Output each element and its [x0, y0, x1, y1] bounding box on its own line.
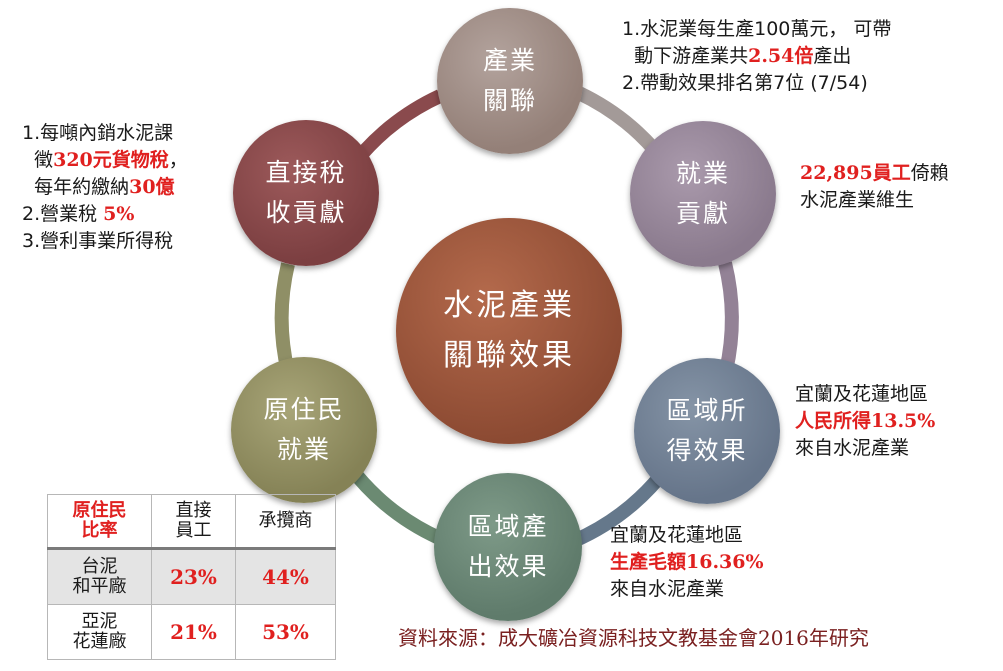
table-row: 台泥和平廠 23% 44% [47, 548, 336, 605]
note-line: 2.帶動效果排名第7位 (7/54) [622, 72, 868, 94]
annual-tax-highlight: 30億 [129, 176, 175, 198]
node-label-line2: 就業 [276, 435, 331, 464]
header-text: 直接 [175, 500, 212, 521]
node-direct-tax: 直接稅 收貢獻 [233, 120, 379, 266]
note-text: 2.營業稅 [22, 203, 104, 225]
note-line: 宜蘭及花蓮地區 [795, 383, 929, 405]
header-direct-employees: 直接員工 [151, 494, 236, 549]
node-label-line1: 就業 [675, 159, 730, 188]
note-line: 來自水泥產業 [610, 578, 725, 600]
note-text: 每年約繳納 [22, 176, 130, 198]
arc-regout-indig [344, 462, 442, 545]
header-text: 原住民 [72, 500, 127, 521]
multiplier-highlight: 2.54倍 [748, 45, 814, 67]
table-header-row: 原住民比率 直接員工 承攬商 [47, 494, 336, 549]
direct-ratio: 21% [151, 604, 236, 660]
header-text: 比率 [81, 520, 118, 541]
node-regional-income: 區域所 得效果 [634, 358, 780, 504]
center-node: 水泥產業 關聯效果 [396, 218, 622, 444]
center-line1: 水泥產業 [443, 288, 575, 323]
commodity-tax-highlight: 320元貨物稅 [53, 149, 169, 171]
node-label-line1: 原住民 [263, 395, 345, 424]
node-label-line1: 區域產 [467, 512, 549, 541]
note-text: 動下游產業共 [622, 45, 749, 67]
plant-name: 台泥和平廠 [47, 548, 152, 605]
node-label-line2: 貢獻 [675, 199, 730, 228]
node-label-line1: 直接稅 [265, 158, 347, 187]
note-text: 倚賴 [910, 162, 949, 184]
plant-text: 亞泥 [81, 611, 118, 632]
header-text: 員工 [175, 520, 212, 541]
plant-name: 亞泥花蓮廠 [47, 604, 152, 660]
indigenous-ratio-table: 原住民比率 直接員工 承攬商 台泥和平廠 23% 44% 亞泥花蓮廠 21% 5… [47, 494, 336, 660]
note-employment: 22,895員工倚賴 水泥產業維生 [800, 160, 949, 214]
direct-ratio: 23% [151, 548, 236, 605]
note-line: 每年約繳納30億 [22, 174, 188, 201]
plant-text: 和平廠 [72, 576, 127, 597]
node-label-line2: 出效果 [467, 552, 549, 581]
note-line: 22,895員工倚賴 [800, 160, 949, 187]
note-line: 3.營利事業所得稅 [22, 230, 174, 252]
node-regional-output: 區域產 出效果 [434, 473, 582, 621]
note-line: 1.水泥業每生產100萬元， 可帶 [622, 18, 892, 40]
node-indigenous-employment: 原住民 就業 [231, 357, 377, 503]
gdp-share-highlight: 生產毛額16.36% [610, 551, 764, 573]
source-citation: 資料來源：成大礦冶資源科技文教基金會2016年研究 [398, 626, 869, 650]
node-label-line2: 關聯 [482, 86, 537, 115]
note-line: 水泥產業維生 [800, 189, 915, 211]
header-contractors: 承攬商 [235, 494, 336, 549]
node-label-line2: 得效果 [666, 436, 748, 465]
note-direct-tax: 1.每噸內銷水泥課 徵320元貨物稅， 每年約繳納30億 2.營業稅 5% 3.… [22, 120, 188, 255]
note-text: 徵 [22, 149, 54, 171]
note-regional-output: 宜蘭及花蓮地區 生產毛額16.36% 來自水泥產業 [610, 522, 764, 603]
arc-job-reginc [718, 261, 739, 373]
node-employment-contribution: 就業 貢獻 [630, 121, 776, 267]
node-industry-association: 產業 關聯 [437, 8, 583, 154]
note-line: 動下游產業共2.54倍產出 [622, 43, 891, 70]
note-regional-income: 宜蘭及花蓮地區 人民所得13.5% 來自水泥產業 [795, 381, 935, 462]
note-line: 來自水泥產業 [795, 437, 910, 459]
table-row: 亞泥花蓮廠 21% 53% [47, 604, 336, 660]
note-industry-association: 1.水泥業每生產100萬元， 可帶 動下游產業共2.54倍產出 2.帶動效果排名… [622, 16, 891, 97]
node-label-line2: 收貢獻 [265, 198, 347, 227]
note-line: 2.營業稅 5% [22, 201, 188, 228]
note-line: 宜蘭及花蓮地區 [610, 524, 744, 546]
arc-indig-tax [274, 262, 295, 374]
node-label-line1: 產業 [482, 46, 537, 75]
note-text: 產出 [813, 45, 852, 67]
note-text: ， [168, 149, 188, 171]
plant-text: 台泥 [81, 556, 118, 577]
node-label-line1: 區域所 [666, 396, 748, 425]
business-tax-highlight: 5% [103, 203, 135, 225]
plant-text: 花蓮廠 [72, 631, 127, 652]
note-line: 1.每噸內銷水泥課 [22, 122, 174, 144]
header-text: 承攬商 [258, 510, 313, 531]
income-share-highlight: 人民所得13.5% [795, 410, 936, 432]
header-indigenous-ratio: 原住民比率 [47, 494, 152, 549]
contractor-ratio: 53% [235, 604, 336, 660]
center-line2: 關聯效果 [443, 338, 575, 373]
employee-count-highlight: 22,895員工 [800, 162, 911, 184]
note-line: 徵320元貨物稅， [22, 147, 188, 174]
contractor-ratio: 44% [235, 548, 336, 605]
